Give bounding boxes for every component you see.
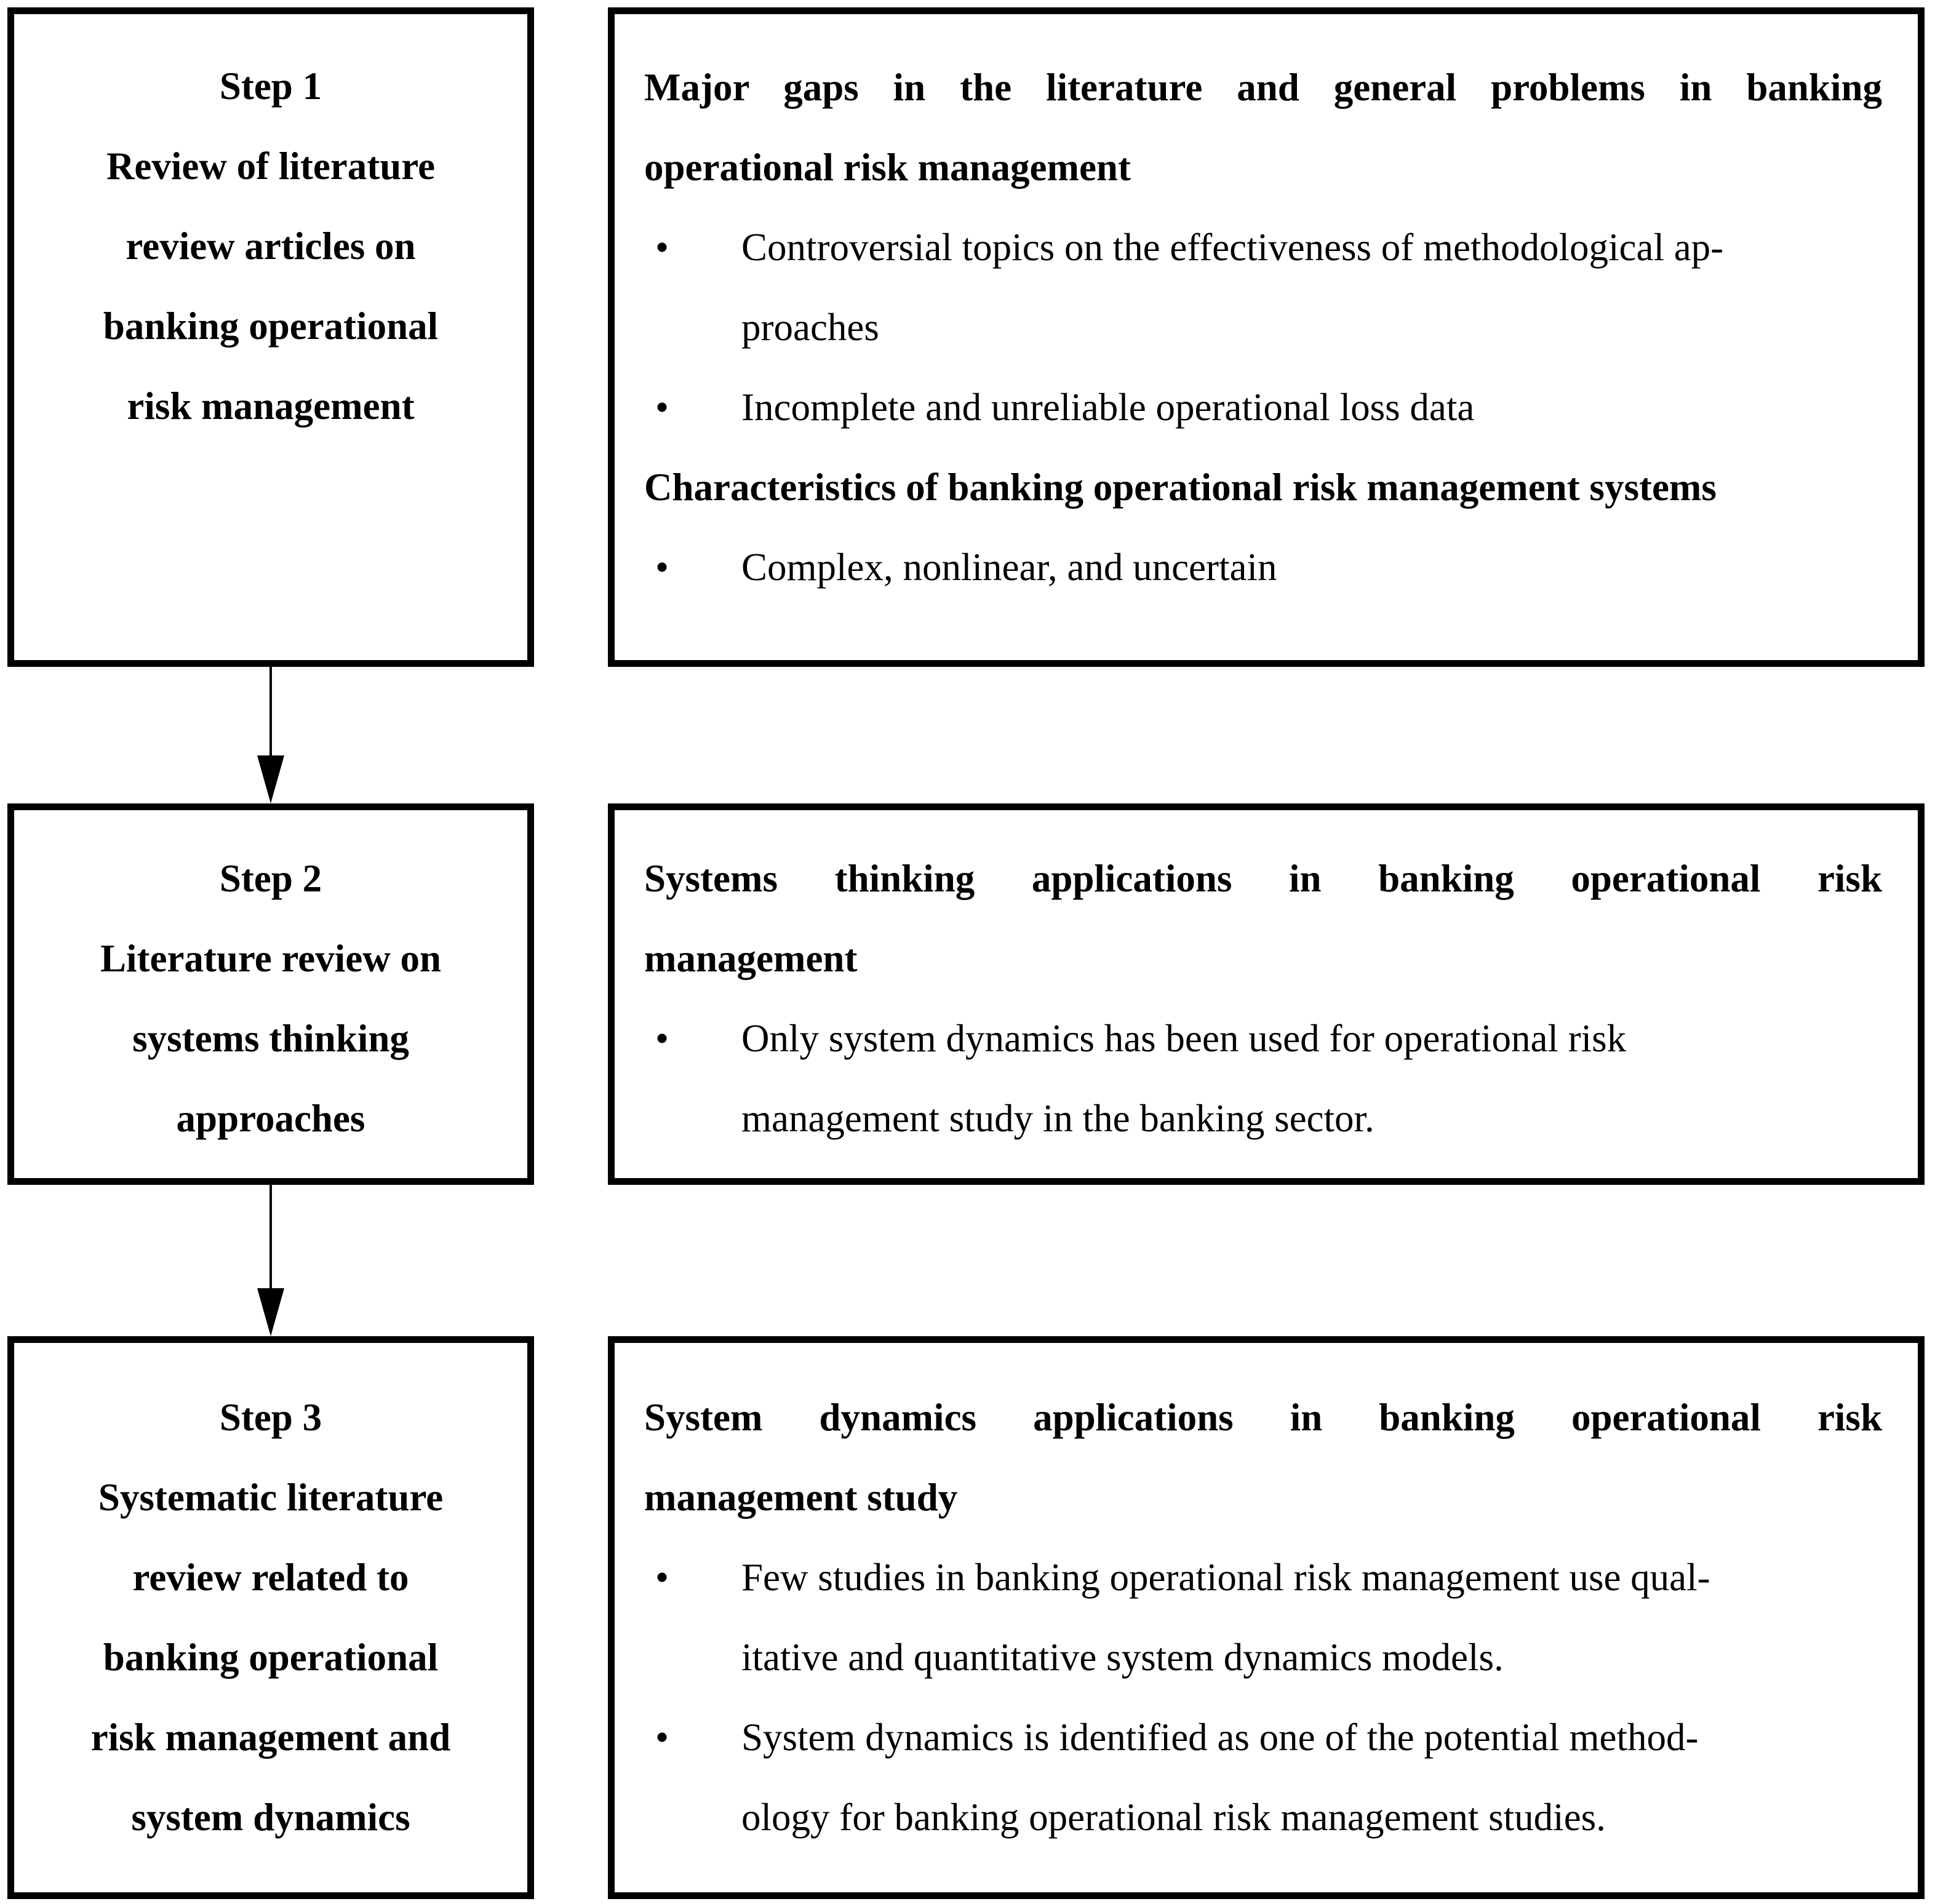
step-2-details-panel: Systems thinking applications in banking…: [608, 803, 1925, 1185]
bullet-text: Complex, nonlinear, and uncertain: [741, 527, 1882, 607]
flow-arrow-shaft: [269, 667, 272, 757]
bullet-icon: •: [655, 1556, 669, 1599]
arrow-down-icon: [257, 755, 284, 803]
step-2-box: Step 2 Literature review on systems thin…: [7, 803, 534, 1185]
heading-line: management: [644, 937, 858, 980]
panel-heading: Characteristics of banking operational r…: [644, 447, 1882, 527]
bullet-icon: •: [655, 226, 669, 269]
bullet-text-line: Controversial topics on the effectivenes…: [741, 226, 1724, 269]
bullet-text: Incomplete and unreliable operational lo…: [741, 367, 1882, 447]
step-box-line: risk management: [127, 384, 415, 428]
step-1-box: Step 1 Review of literature review artic…: [7, 7, 534, 667]
heading-line: Systems thinking applications in banking…: [644, 857, 1882, 900]
bullet-icon: •: [655, 1017, 669, 1060]
step-box-line: banking operational: [103, 305, 439, 348]
arrow-down-icon: [257, 1288, 284, 1336]
bullet-text-line: management study in the banking sector.: [741, 1097, 1374, 1140]
bullet-item: • Few studies in banking operational ris…: [644, 1537, 1882, 1697]
step-3-details-panel: System dynamics applications in banking …: [608, 1336, 1925, 1899]
step-1-details-panel: Major gaps in the literature and general…: [608, 7, 1925, 667]
heading-line: System dynamics applications in banking …: [644, 1396, 1882, 1439]
bullet-icon: •: [655, 1716, 669, 1759]
bullet-text-line: proaches: [741, 306, 879, 349]
bullet-icon: •: [655, 546, 669, 589]
bullet-item: • Only system dynamics has been used for…: [644, 998, 1882, 1158]
step-box-line: Review of literature: [106, 145, 436, 188]
step-box-line: review articles on: [126, 225, 416, 268]
bullet-text-line: Complex, nonlinear, and uncertain: [741, 546, 1277, 589]
step-box-line: Step 2: [219, 857, 322, 900]
step-box-line: Step 1: [219, 65, 322, 108]
bullet-text: Controversial topics on the effectivenes…: [741, 207, 1882, 367]
bullet-item: • Complex, nonlinear, and uncertain: [644, 527, 1882, 607]
step-3-box: Step 3 Systematic literature review rela…: [7, 1336, 534, 1899]
step-box-line: Step 3: [219, 1396, 322, 1439]
step-box-line: approaches: [176, 1097, 365, 1140]
bullet-text-line: itative and quantitative system dynamics…: [741, 1636, 1504, 1679]
bullet-item: • System dynamics is identified as one o…: [644, 1697, 1882, 1857]
bullet-item: • Incomplete and unreliable operational …: [644, 367, 1882, 447]
step-box-line: systems thinking: [132, 1017, 409, 1060]
heading-line: operational risk management: [644, 146, 1131, 189]
bullet-text: Only system dynamics has been used for o…: [741, 998, 1882, 1158]
step-box-line: Literature review on: [100, 937, 442, 980]
heading-line: management study: [644, 1476, 958, 1519]
bullet-item: • Controversial topics on the effectiven…: [644, 207, 1882, 367]
flow-arrow-shaft: [269, 1185, 272, 1289]
bullet-text-line: System dynamics is identified as one of …: [741, 1716, 1699, 1759]
bullet-text-line: Only system dynamics has been used for o…: [741, 1017, 1627, 1060]
bullet-text-line: ology for banking operational risk manag…: [741, 1796, 1606, 1839]
heading-line: Characteristics of banking operational r…: [644, 466, 1717, 509]
step-box-line: system dynamics: [131, 1796, 410, 1839]
step-box-line: Systematic literature: [98, 1476, 444, 1519]
bullet-text-line: Incomplete and unreliable operational lo…: [741, 386, 1475, 429]
bullet-text: System dynamics is identified as one of …: [741, 1697, 1882, 1857]
panel-heading: Systems thinking applications in banking…: [644, 838, 1882, 998]
bullet-icon: •: [655, 386, 669, 429]
bullet-text-line: Few studies in banking operational risk …: [741, 1556, 1710, 1599]
panel-heading: Major gaps in the literature and general…: [644, 47, 1882, 207]
panel-heading: System dynamics applications in banking …: [644, 1377, 1882, 1537]
step-box-line: banking operational: [103, 1636, 439, 1679]
step-box-line: review related to: [132, 1556, 409, 1599]
bullet-text: Few studies in banking operational risk …: [741, 1537, 1882, 1697]
step-box-line: risk management and: [90, 1716, 451, 1759]
heading-line: Major gaps in the literature and general…: [644, 66, 1882, 109]
